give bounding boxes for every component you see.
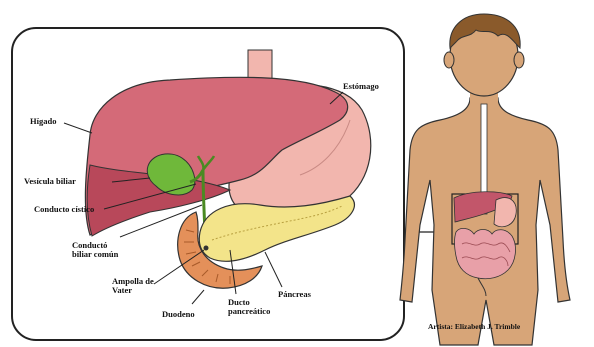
ampulla-of-vater [204,246,209,251]
label-common-bile-duct: Conductó biliar común [72,241,118,259]
label-liver: Hígado [30,117,56,126]
label-common-bile-duct-line2: biliar común [72,249,118,259]
artist-credit: Artista: Elizabeth J. Trimble [428,322,520,331]
label-pancreatic-duct-line2: pancreático [228,306,270,316]
human-figure [400,14,570,345]
label-ampulla: Ampolla de Vater [112,277,154,295]
label-ampulla-line2: Vater [112,285,132,295]
label-pancreatic-duct: Ducto pancreático [228,298,270,316]
label-cystic-duct: Conducto cístico [34,205,94,214]
figure-intestines [455,228,516,278]
label-pancreas: Páncreas [278,290,311,299]
label-gallbladder: Vesícula biliar [24,177,76,186]
label-stomach: Estómago [343,82,379,91]
label-duodenum: Duodeno [162,310,195,319]
